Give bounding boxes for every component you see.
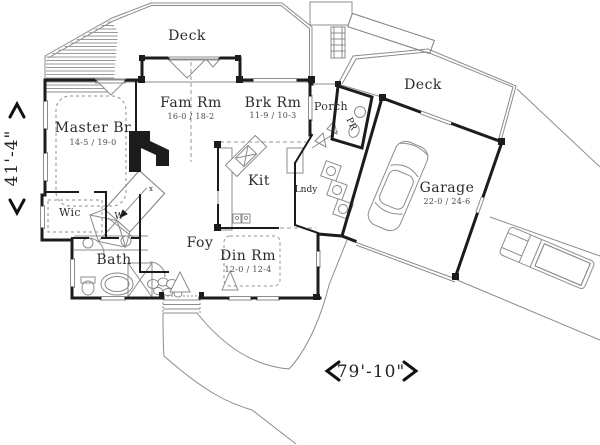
label-porch: Porch (314, 100, 348, 113)
dimension-annotations: 41'-4" 79'-10" (2, 100, 419, 382)
dim-din: 12-0 / 12-4 (224, 265, 271, 274)
label-bath: Bath (96, 252, 131, 268)
label-w: W (114, 212, 124, 222)
car-in-garage (367, 140, 429, 232)
dim-garage: 22-0 / 24-6 (423, 197, 470, 206)
label-din: Din Rm (220, 248, 276, 264)
bottom-dimension: 79'-10" (324, 360, 419, 382)
upper-right-deck-stairs (309, 1, 435, 59)
bath-fixtures (74, 235, 153, 298)
stair-direction-mark: x (149, 185, 153, 193)
label-deck-right: Deck (404, 77, 442, 93)
label-master: Master Br (55, 120, 131, 136)
label-garage: Garage (420, 180, 475, 196)
wall-junction-posts (138, 55, 505, 300)
left-dimension: 41'-4" (2, 100, 26, 217)
bottom-dimension-text: 79'-10" (337, 362, 406, 382)
label-wic: Wic (59, 206, 81, 219)
label-pr: PR (344, 116, 359, 132)
label-fam: Fam Rm (160, 95, 222, 111)
fireplace (129, 131, 169, 172)
dim-fam: 16-0 / 18-2 (167, 112, 214, 121)
left-dimension-text: 41'-4" (2, 130, 22, 187)
ceiling-dashes (190, 62, 316, 229)
center-stairs (89, 169, 166, 248)
label-deck-top: Deck (168, 28, 206, 44)
exterior-walls (40, 56, 504, 300)
pickup-truck (499, 226, 595, 290)
entry-steps (162, 295, 201, 314)
top-deck (44, 2, 313, 93)
area-rugs (47, 95, 281, 287)
label-brk: Brk Rm (245, 95, 302, 111)
interior-walls (44, 79, 320, 273)
dim-brk: 11-9 / 10-3 (249, 111, 296, 120)
label-foy: Foy (187, 235, 214, 251)
powder-room-fixtures (348, 106, 366, 138)
driveway-lines (354, 88, 600, 341)
dim-master: 14-5 / 19-0 (69, 138, 116, 147)
label-lndy: Lndy (295, 185, 319, 195)
deck-board-hatch (46, 20, 118, 92)
label-kit: Kit (248, 173, 270, 189)
room-labels: Deck Deck Fam Rm 16-0 / 18-2 Brk Rm 11-9… (55, 28, 475, 274)
windows (40, 56, 486, 301)
